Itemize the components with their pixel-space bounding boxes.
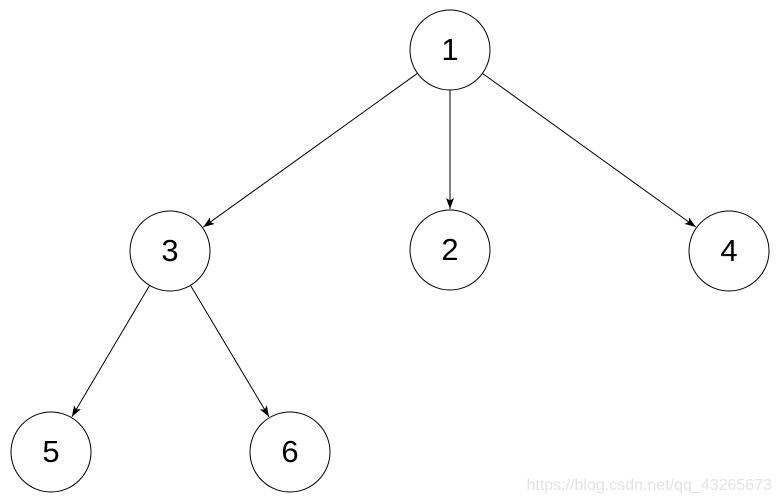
tree-node-label-1: 1 [441, 32, 458, 67]
tree-edge-3-5 [71, 285, 151, 417]
tree-node-4: 4 [688, 210, 770, 292]
tree-node-circle-3 [129, 210, 211, 292]
tree-node-label-3: 3 [161, 233, 178, 268]
tree-node-3: 3 [129, 210, 211, 292]
tree-edge-1-3 [203, 72, 418, 228]
tree-node-6: 6 [249, 411, 331, 493]
tree-node-1: 1 [409, 9, 491, 91]
tree-edge-3-6 [190, 285, 270, 418]
tree-node-circle-1 [409, 9, 491, 91]
tree-node-label-5: 5 [42, 434, 59, 469]
tree-node-label-2: 2 [441, 232, 458, 267]
tree-node-5: 5 [10, 411, 92, 493]
tree-node-circle-5 [10, 411, 92, 493]
tree-node-circle-4 [688, 210, 770, 292]
tree-node-label-4: 4 [720, 233, 737, 268]
tree-node-circle-6 [249, 411, 331, 493]
tree-node-label-6: 6 [281, 434, 298, 469]
tree-node-2: 2 [409, 209, 491, 291]
tree-node-circle-2 [409, 209, 491, 291]
watermark-url: https://blog.csdn.net/qq_43265673 [526, 477, 772, 494]
tree-edge-1-4 [482, 72, 697, 228]
